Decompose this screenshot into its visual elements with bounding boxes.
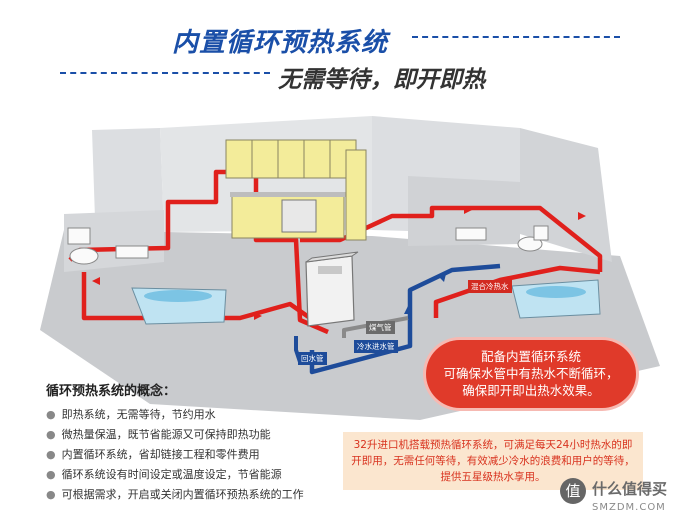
concept-section: 循环预热系统的概念： ● 即热系统，无需等待，节约用水 ● 微热量保温，既节省能源又…	[46, 380, 346, 505]
label-cold-in: 冷水进水管	[354, 340, 398, 353]
callout-line-2: 可确保水管中有热水不断循环，	[443, 366, 619, 381]
concept-item-text: 内置循环系统，省却链接工程和零件费用	[61, 448, 260, 461]
concept-item: ● 循环系统设有时间设定或温度设定，节省能源	[46, 465, 346, 485]
product-note: 32升进口机搭载预热循环系统，可满足每天24小时热水的即开即用，无需任何等待，有…	[343, 432, 643, 490]
oven	[281, 199, 317, 233]
concept-item-text: 循环系统设有时间设定或温度设定，节省能源	[61, 468, 282, 481]
concept-item-text: 即热系统，无需等待，节约用水	[61, 408, 216, 421]
page-title: 内置循环预热系统	[172, 28, 389, 58]
site-watermark: 值 什么值得买 SMZDM.COM	[560, 476, 672, 520]
bullet-icon: ●	[46, 488, 56, 501]
bullet-icon: ●	[46, 408, 56, 421]
bullet-icon: ●	[46, 428, 56, 441]
title-divider-right	[412, 36, 620, 38]
page-subtitle: 无需等待，即开即热	[278, 67, 485, 93]
label-gas-pipe: 煤气管	[366, 321, 395, 334]
callout-line-3: 确保即开即出热水效果。	[462, 383, 600, 398]
upper-cabinet	[225, 139, 357, 179]
label-return: 回水管	[298, 352, 327, 365]
concept-item: ● 内置循环系统，省却链接工程和零件费用	[46, 445, 346, 465]
sink-left	[115, 245, 149, 259]
watermark-url: SMZDM.COM	[592, 502, 666, 513]
concept-item: ● 可根据需求，开启或关闭内置循环预热系统的工作	[46, 485, 346, 505]
concept-item: ● 微热量保温，既节省能源又可保持即热功能	[46, 425, 346, 445]
callout-line-1: 配备内置循环系统	[480, 349, 581, 364]
bullet-icon: ●	[46, 468, 56, 481]
concept-item-text: 可根据需求，开启或关闭内置循环预热系统的工作	[61, 488, 304, 501]
subtitle-divider-left	[60, 72, 270, 74]
hot-pipe-bathroom	[81, 272, 312, 321]
feature-callout: 配备内置循环系统 可确保水管中有热水不断循环， 确保即开即出热水效果。	[426, 340, 636, 408]
concept-item-text: 微热量保温，既节省能源又可保持即热功能	[61, 428, 271, 441]
bathtub-right	[511, 279, 601, 319]
bullet-icon: ●	[46, 448, 56, 461]
sink-right	[455, 227, 487, 241]
label-hot-mix: 混合冷热水	[468, 280, 512, 293]
concept-item: ● 即热系统，无需等待，节约用水	[46, 405, 346, 425]
cold-pipe	[309, 263, 501, 375]
smzdm-logo-icon: 值	[560, 478, 586, 504]
concept-title: 循环预热系统的概念：	[46, 384, 177, 399]
watermark-name: 什么值得买	[592, 480, 668, 498]
countertop	[230, 192, 348, 197]
toilet-left	[67, 227, 91, 245]
tall-cabinet	[345, 149, 367, 241]
